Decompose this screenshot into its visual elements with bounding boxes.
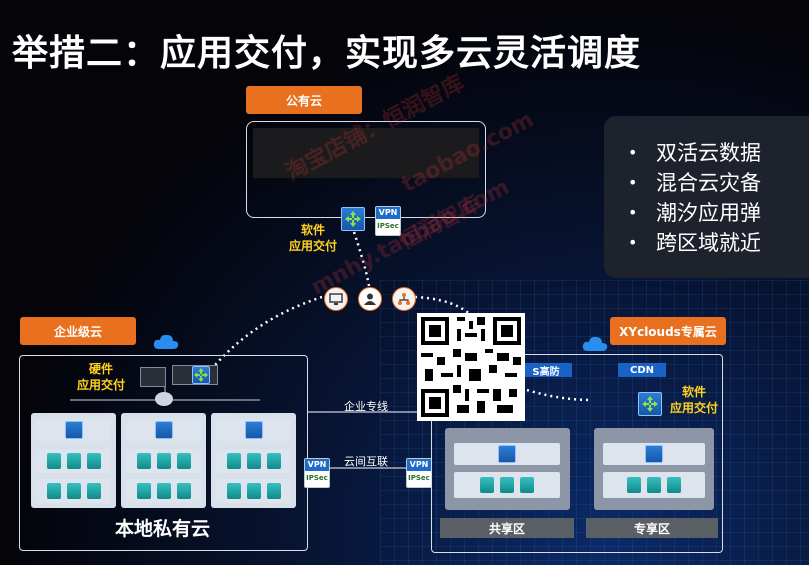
server-icon <box>46 483 61 499</box>
server-row <box>36 479 111 503</box>
server-icon <box>156 483 171 499</box>
server-icon <box>480 477 494 493</box>
app-delivery-icon <box>192 366 210 384</box>
dedicated-zone-label: 专享区 <box>586 518 718 538</box>
server-icon <box>136 453 151 469</box>
vpn-ipsec-icon: VPN IPSec <box>375 206 401 236</box>
server-icon <box>46 453 61 469</box>
software-label: 软件 <box>300 223 325 237</box>
ipsec-label: IPSec <box>377 222 399 230</box>
server-icon <box>176 453 191 469</box>
ipsec-label: IPSec <box>408 474 430 482</box>
hardware-label: 硬件 <box>88 362 113 376</box>
software-app-delivery-label: 软件 应用交付 <box>282 222 344 254</box>
enterprise-cloud-tag: 企业级云 <box>20 317 136 345</box>
bullet-item: 潮汐应用弹 <box>628 198 809 228</box>
vpn-label: VPN <box>305 459 329 471</box>
server-row <box>36 449 111 473</box>
server-icon <box>266 483 281 499</box>
server-row <box>603 443 705 465</box>
vpn-ipsec-icon: VPN IPSec <box>304 458 330 488</box>
public-cloud-tag: 公有云 <box>246 86 362 114</box>
server-row <box>126 479 201 503</box>
router-icon <box>155 392 173 406</box>
enterprise-cloud-box <box>19 355 308 551</box>
bullet-item: 双活云数据 <box>628 138 809 168</box>
server-icon <box>226 453 241 469</box>
app-delivery-label: 应用交付 <box>76 378 125 392</box>
public-cloud-screen <box>253 128 479 178</box>
server-icon <box>246 453 261 469</box>
app-delivery-icon <box>341 207 365 231</box>
server-row <box>454 472 560 498</box>
dotted-link-enterprise <box>204 295 323 378</box>
cdn-bar: CDN <box>618 363 666 377</box>
software-app-delivery-label: 软件 应用交付 <box>664 384 724 416</box>
local-private-cloud-label: 本地私有云 <box>114 518 210 540</box>
ddos-bar: S高防 <box>520 363 572 378</box>
bullet-panel: 双活云数据 混合云灾备 潮汐应用弹 跨区域就近 <box>604 116 809 278</box>
vpn-ipsec-icon: VPN IPSec <box>406 458 432 488</box>
server-icon <box>176 483 191 499</box>
server-icon <box>226 483 241 499</box>
hardware-app-delivery-label: 硬件 应用交付 <box>62 361 140 393</box>
server-icon <box>647 477 661 493</box>
server-row <box>216 479 291 503</box>
server-row <box>454 443 560 465</box>
server-icon <box>500 477 514 493</box>
cloud-icon <box>582 336 608 351</box>
server-row <box>36 419 111 441</box>
hardware-appliance-icon <box>140 367 166 387</box>
server-row <box>126 419 201 441</box>
monitor-icon <box>324 287 348 311</box>
bullet-item: 混合云灾备 <box>628 168 809 198</box>
qr-code <box>417 313 525 421</box>
cloud-icon <box>153 334 179 349</box>
xyclouds-tag: XYclouds专属云 <box>610 317 726 345</box>
server-icon <box>627 477 641 493</box>
server-icon <box>246 483 261 499</box>
cloud-interconnect-label: 云间互联 <box>344 455 388 468</box>
server-icon <box>156 453 171 469</box>
vpn-label: VPN <box>376 207 400 219</box>
public-cloud-box <box>246 121 486 218</box>
xyclouds-box <box>431 354 723 553</box>
private-line-label: 企业专线 <box>344 400 388 413</box>
server-row <box>216 449 291 473</box>
server-icon <box>86 483 101 499</box>
vpn-label: VPN <box>407 459 431 471</box>
shared-zone-label: 共享区 <box>440 518 574 538</box>
user-icon <box>358 287 382 311</box>
server-icon <box>86 453 101 469</box>
software-label: 软件 <box>681 385 706 399</box>
server-icon <box>520 477 534 493</box>
server-icon <box>266 453 281 469</box>
server-icon <box>66 483 81 499</box>
app-delivery-label: 应用交付 <box>669 401 718 415</box>
network-icon <box>392 287 416 311</box>
app-delivery-icon <box>638 392 662 416</box>
server-icon <box>66 453 81 469</box>
dotted-link-xy-app <box>526 388 593 402</box>
bullet-item: 跨区域就近 <box>628 228 809 258</box>
server-row <box>603 472 705 498</box>
page-title: 举措二：应用交付，实现多云灵活调度 <box>12 33 642 74</box>
server-row <box>216 419 291 441</box>
server-icon <box>136 483 151 499</box>
app-delivery-label: 应用交付 <box>288 239 337 253</box>
server-icon <box>667 477 681 493</box>
server-row <box>126 449 201 473</box>
ipsec-label: IPSec <box>306 474 328 482</box>
